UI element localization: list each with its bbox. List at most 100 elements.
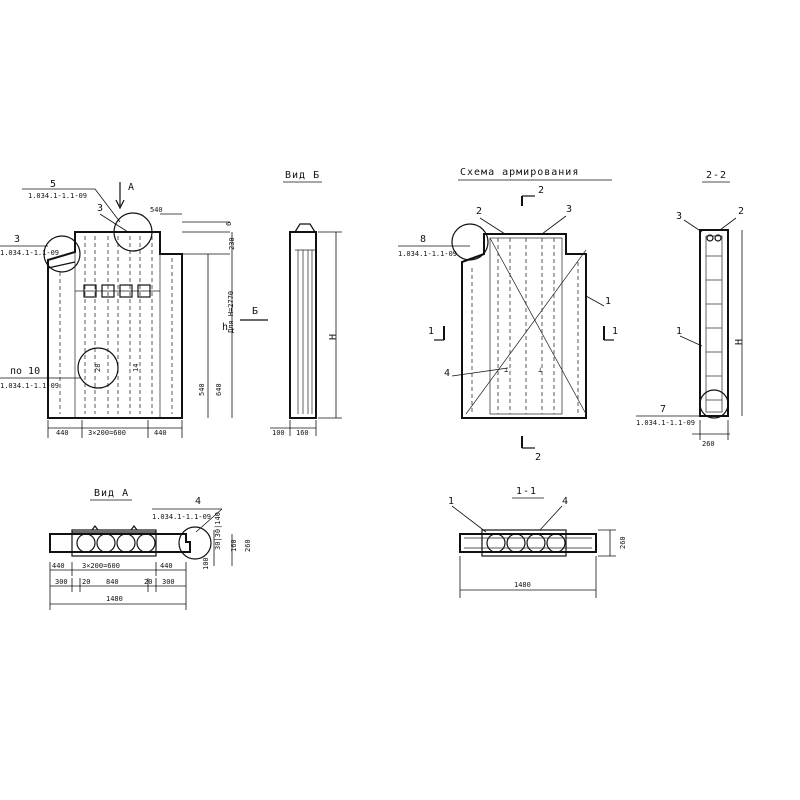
sec11-title: 1-1 <box>516 486 537 497</box>
view-a-lug-2 <box>130 525 138 531</box>
sec11-void-4 <box>546 533 566 553</box>
scheme-pos-3: 3 <box>566 204 572 215</box>
sec-1-right-label: 1 <box>612 326 618 337</box>
ref-4-a-label: 4 <box>195 496 201 507</box>
view-a-20-l: 20 <box>82 578 90 586</box>
ref-4-a-doc: 1.034.1-1.1-09 <box>152 513 211 521</box>
ref-7-doc: 1.034.1-1.1-09 <box>636 419 695 427</box>
sec22-pos-3: 3 <box>676 211 682 222</box>
ref-5-doc: 1.034.1-1.1-09 <box>28 192 87 200</box>
sec11-pos-1-leader <box>451 505 487 533</box>
view-b-outline <box>289 231 317 419</box>
view-a-title: Вид А <box>94 488 129 499</box>
view-a-outline <box>49 533 191 553</box>
sec22-outline <box>699 229 729 417</box>
ref-7-label: 7 <box>660 404 666 415</box>
callout-3-leader <box>99 213 129 233</box>
view-a-440-l: 440 <box>52 562 65 570</box>
view-a-detail-circle <box>178 526 212 560</box>
section-1-1: 1-1 1 4 260 1480 <box>448 486 627 598</box>
view-a-100: 100 <box>202 557 210 570</box>
sec11-core <box>481 529 567 557</box>
sec11-void-1 <box>486 533 506 553</box>
scheme-pos-1: 1 <box>605 296 611 307</box>
dim-3x200: 3×200=600 <box>88 429 126 437</box>
section-2-2: 2-2 3 2 1 H 7 1.034.1-1.1-09 260 <box>636 170 745 448</box>
dim-540-top: 540 <box>150 206 163 214</box>
sec-2-top-label: 2 <box>538 185 544 196</box>
view-a-260: 260 <box>244 539 252 552</box>
dim-for-h: Для H=2770 <box>227 291 235 333</box>
pos-10-label: по 10 <box>10 366 40 377</box>
view-a-void-3 <box>116 533 136 553</box>
sec22-H: H <box>734 339 745 345</box>
sec11-1480: 1480 <box>514 581 531 589</box>
scheme-pos-4: 4 <box>444 368 450 379</box>
dim-6: 6 <box>225 222 233 226</box>
scheme-pos-2-leader <box>479 217 506 235</box>
ref-3-left-label: 3 <box>14 234 20 245</box>
reinforcement-scheme: Схема армирования 2 2 2 3 8 1.034.1-1.1-… <box>398 167 618 463</box>
sec11-pos-4-leader <box>539 505 563 531</box>
detail-circle-5 <box>113 212 153 252</box>
detail-circle-10 <box>77 347 119 389</box>
scheme-pos-1-leader <box>585 295 605 307</box>
sec11-void-2 <box>506 533 526 553</box>
ref-5-label: 5 <box>50 179 56 190</box>
scheme-pos-2: 2 <box>476 206 482 217</box>
pos-10-doc: 1.034.1-1.1-09 <box>0 382 59 390</box>
scheme-detail-circle <box>451 223 489 261</box>
view-a-lug-1 <box>91 525 99 531</box>
view-a-160: 160 <box>230 539 238 552</box>
view-a-300-r: 300 <box>162 578 175 586</box>
front-top-step <box>47 261 76 269</box>
sec22-pos-2-leader <box>719 217 737 231</box>
front-view: 5 1.034.1-1.1-09 3 А 3 1.034.1-1.1-09 <box>0 179 268 438</box>
ref-8-label: 8 <box>420 234 426 245</box>
sec22-title: 2-2 <box>706 170 727 181</box>
detail-circle-3 <box>43 235 81 273</box>
sec22-260: 260 <box>702 440 715 448</box>
view-b: Вид Б H 100 160 <box>270 170 342 437</box>
front-panel-outline <box>47 231 183 419</box>
sec11-260: 260 <box>619 536 627 549</box>
view-a-300-l: 300 <box>55 578 68 586</box>
scheme-panel-outline <box>461 233 587 419</box>
view-b-100: 100 <box>272 429 285 437</box>
dim-h: h <box>222 322 228 333</box>
sec22-pos-2: 2 <box>738 206 744 217</box>
view-a-440-r: 440 <box>160 562 173 570</box>
scheme-pos-4-leader <box>451 367 509 377</box>
view-b-H: H <box>328 334 339 340</box>
sec22-pos-1: 1 <box>676 326 682 337</box>
dim-440-left: 440 <box>56 429 69 437</box>
view-a-1480: 1480 <box>106 595 123 603</box>
rotated-28: 28 <box>94 364 102 372</box>
view-b-arrow-label: Б <box>252 306 258 317</box>
view-a-840: 840 <box>106 578 119 586</box>
dim-440-right: 440 <box>154 429 167 437</box>
view-a: Вид А 4 1.034.1-1.1-09 30|30|140 160 260… <box>49 488 252 610</box>
view-a-core <box>71 529 157 557</box>
sec-2-bot-label: 2 <box>535 452 541 463</box>
view-a-arrowhead <box>115 199 125 210</box>
scheme-diag-1 <box>489 237 587 415</box>
sec11-void-3 <box>526 533 546 553</box>
ref-5-pointer <box>94 188 121 223</box>
sec11-outline <box>459 533 597 553</box>
sec22-pos-1-leader <box>679 335 703 347</box>
sec22-bar-tr <box>714 234 722 242</box>
dim-540-bot: 540 <box>198 383 206 396</box>
view-b-160: 160 <box>296 429 309 437</box>
ref-3-left-doc: 1.034.1-1.1-09 <box>0 249 59 257</box>
view-a-20-r: 20 <box>144 578 152 586</box>
sec11-pos-4: 4 <box>562 496 568 507</box>
dim-640: 640 <box>215 383 223 396</box>
view-a-3x200: 3×200=600 <box>82 562 120 570</box>
sec22-bar-tl <box>706 234 714 242</box>
sec22-detail-circle <box>699 389 729 419</box>
scheme-mark-b: ⊥ <box>538 366 542 374</box>
sec22-cage <box>705 235 723 413</box>
view-a-arrow-label: А <box>128 182 134 193</box>
view-a-stack: 30|30|140 <box>214 512 222 550</box>
